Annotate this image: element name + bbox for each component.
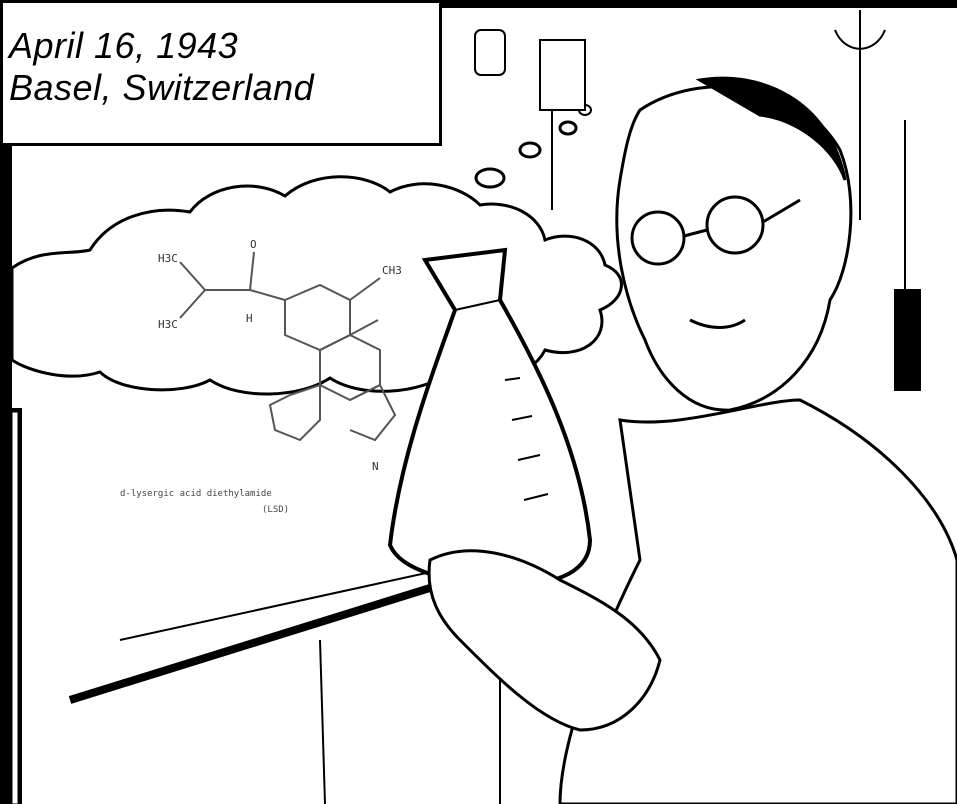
thought-bubble	[558, 120, 578, 136]
atom-label: H3C	[158, 252, 178, 265]
atom-label: H3C	[158, 318, 178, 331]
thought-bubble	[518, 141, 542, 159]
lab-equipment	[474, 10, 921, 391]
thought-bubble	[474, 167, 506, 189]
molecule-name: d-lysergic acid diethylamide	[120, 489, 272, 499]
atom-label: N	[372, 460, 379, 473]
hand	[427, 549, 662, 732]
caption-box: April 16, 1943 Basel, Switzerland	[0, 0, 442, 146]
atom-label: O	[250, 238, 257, 251]
molecule-abbrev: (LSD)	[262, 505, 289, 515]
caption-date: April 16, 1943	[9, 25, 239, 66]
atom-label: H	[246, 312, 253, 325]
lsd-molecule	[179, 251, 397, 442]
caption-location: Basel, Switzerland	[9, 67, 315, 108]
atom-label: CH3	[382, 264, 402, 277]
scientist-head	[615, 76, 853, 412]
